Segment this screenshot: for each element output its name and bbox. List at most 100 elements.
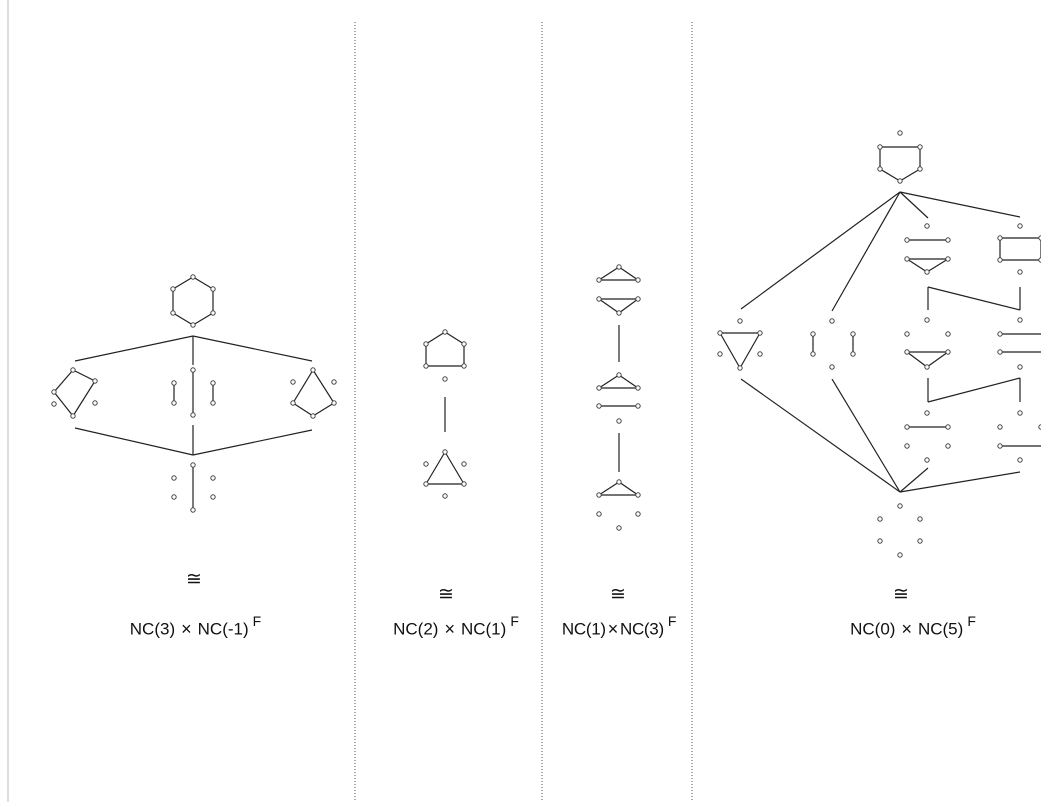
point-42: [331, 400, 337, 406]
point-102: [616, 479, 622, 485]
block-edge-148: [719, 332, 741, 369]
partition-points: [51, 130, 1041, 558]
formula-4-right: NC(5): [917, 619, 964, 639]
point-78: [616, 264, 622, 270]
block-edge-58: [425, 331, 446, 345]
edge-197: [899, 471, 1021, 493]
formula-2-sup: F: [510, 613, 519, 629]
formula-1: NC(3)×NC(-1)F: [108, 613, 283, 640]
point-186: [945, 443, 951, 449]
block-edge-82: [618, 298, 639, 314]
point-130: [904, 256, 910, 262]
block-edge-39: [292, 402, 314, 417]
point-35: [210, 380, 216, 386]
edge-120: [831, 191, 901, 312]
point-185: [904, 443, 910, 449]
point-95: [596, 403, 602, 409]
point-103: [635, 492, 641, 498]
point-33: [171, 400, 177, 406]
edge-144: [927, 286, 1021, 311]
formula-1-left: NC(3): [129, 619, 176, 639]
point-132: [924, 269, 930, 275]
point-117: [897, 178, 903, 184]
point-73: [423, 461, 429, 467]
point-85: [635, 296, 641, 302]
edge-16: [192, 429, 313, 456]
edge-194: [740, 378, 901, 493]
formula-4: NC(0)×NC(5)F: [828, 613, 998, 640]
block-edge-2: [192, 312, 214, 326]
point-125: [904, 237, 910, 243]
point-137: [997, 235, 1003, 241]
block-edge-37: [312, 369, 335, 404]
point-6: [190, 274, 196, 280]
point-60: [461, 341, 467, 347]
point-108: [897, 130, 903, 136]
point-149: [717, 330, 723, 336]
partition-shapes: [53, 146, 1041, 510]
point-62: [423, 363, 429, 369]
point-151: [737, 365, 743, 371]
edge-15: [74, 427, 194, 456]
point-140: [997, 257, 1003, 263]
formula-2: NC(2)×NC(1)F: [372, 613, 540, 640]
formula-3-left: NC(1): [561, 619, 606, 639]
point-141: [1017, 223, 1023, 229]
formula-3: NC(1)×NC(3)F: [545, 613, 693, 640]
point-52: [210, 475, 216, 481]
point-152: [737, 318, 743, 324]
formula-4-left: NC(0): [850, 619, 896, 639]
edge-179: [927, 377, 1021, 403]
formula-1-right: NC(-1): [197, 619, 249, 639]
point-79: [635, 277, 641, 283]
point-200: [917, 516, 923, 522]
iso-symbol-4: ≅: [893, 584, 909, 605]
point-187: [924, 457, 930, 463]
formula-4-sup: F: [967, 613, 976, 629]
iso-symbol-3: ≅: [610, 584, 626, 605]
point-173: [1017, 364, 1023, 370]
edge-119: [740, 191, 901, 310]
point-36: [210, 400, 216, 406]
block-edge-99: [618, 481, 639, 496]
point-116: [917, 166, 923, 172]
point-64: [442, 376, 448, 382]
point-46: [290, 379, 296, 385]
block-edge-21: [53, 391, 74, 417]
point-53: [210, 494, 216, 500]
point-139: [1038, 257, 1041, 263]
point-107: [616, 525, 622, 531]
point-172: [1017, 317, 1023, 323]
block-edge-38: [312, 402, 335, 417]
point-198: [897, 503, 903, 509]
point-44: [290, 400, 296, 406]
point-126: [945, 237, 951, 243]
block-edge-18: [53, 369, 74, 393]
block-edge-5: [172, 276, 194, 290]
point-159: [850, 331, 856, 337]
point-8: [210, 310, 216, 316]
formula-1-sup: F: [252, 613, 262, 629]
block-edge-20: [72, 380, 96, 417]
iso-symbol-2: ≅: [438, 584, 454, 605]
point-86: [616, 310, 622, 316]
point-118: [877, 166, 883, 172]
point-183: [904, 424, 910, 430]
point-189: [997, 424, 1003, 430]
formula-3-sup: F: [667, 613, 677, 629]
point-23: [70, 367, 76, 373]
block-edge-147: [739, 332, 761, 369]
point-63: [423, 341, 429, 347]
block-edge-68: [425, 451, 446, 485]
point-74: [442, 493, 448, 499]
point-142: [1017, 269, 1023, 275]
point-193: [997, 443, 1003, 449]
point-48: [190, 462, 196, 468]
point-184: [945, 424, 951, 430]
edge-121: [899, 191, 929, 219]
block-edge-3: [172, 312, 194, 326]
point-131: [945, 256, 951, 262]
point-30: [190, 412, 196, 418]
edge-196: [899, 467, 929, 493]
edge-195: [831, 378, 901, 493]
